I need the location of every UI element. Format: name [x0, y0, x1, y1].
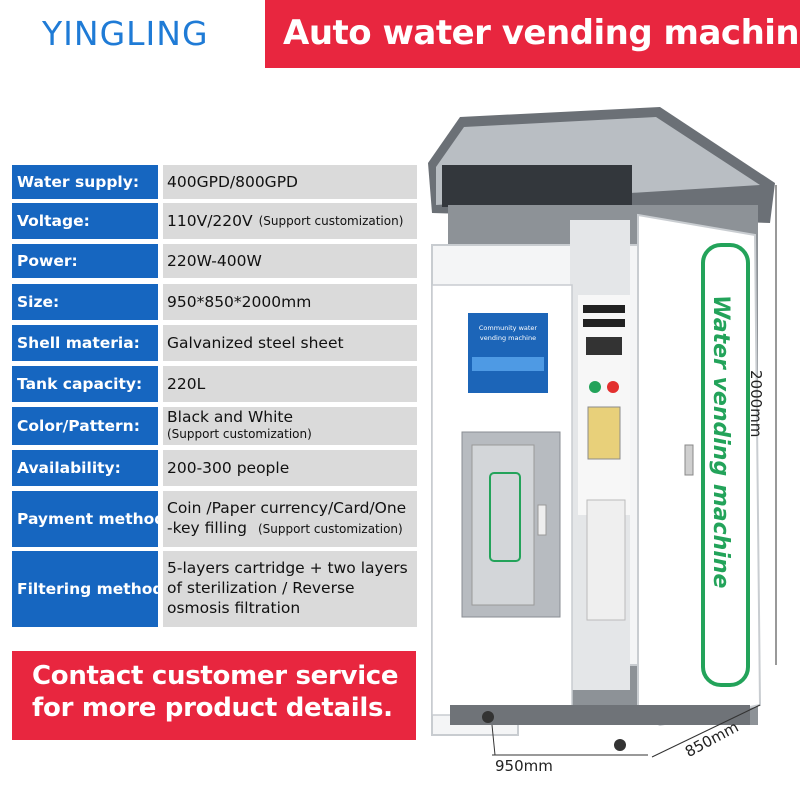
- spec-label: Filtering method:: [12, 551, 170, 627]
- spec-row-availability: Availability: 200-300 people: [12, 450, 417, 486]
- vending-machine-image: Community water vending machine Water ve…: [428, 107, 777, 758]
- payment-line-1: Coin /Paper currency/Card/One: [167, 499, 407, 517]
- spec-row-color: Color/Pattern: Black and White (Support …: [12, 407, 417, 445]
- cabinet-handle: [537, 504, 547, 536]
- spec-row-filtering: Filtering method: 5-layers cartridge + t…: [12, 551, 417, 627]
- depth-dim-line: [651, 704, 761, 758]
- title-banner: Auto water vending machine: [265, 0, 800, 68]
- wheel-left: [482, 711, 494, 723]
- bottle-outline: [489, 472, 521, 562]
- spec-row-voltage: Voltage: 110V/220V (Support customizatio…: [12, 203, 417, 239]
- filter-line-2: of sterilization / Reverse: [167, 579, 355, 597]
- spec-label: Water supply:: [12, 165, 158, 199]
- spec-label: Shell materia:: [12, 325, 158, 361]
- spec-label: Power:: [12, 244, 158, 278]
- spec-label: Payment method:: [12, 491, 172, 547]
- page-title: Auto water vending machine: [283, 13, 800, 53]
- color-value: Black and White: [167, 408, 294, 426]
- spec-value: 200-300 people: [163, 450, 417, 486]
- spec-label: Voltage:: [12, 203, 158, 239]
- color-note: (Support customization): [167, 427, 312, 441]
- screen-text-2: vending machine: [480, 334, 536, 342]
- side-handle: [684, 444, 694, 476]
- voltage-value: 110V/220V: [167, 212, 253, 230]
- spec-value: Coin /Paper currency/Card/One -key filli…: [163, 491, 417, 547]
- card-reader: [586, 337, 622, 355]
- stop-button: [607, 381, 619, 393]
- display-1: [583, 305, 625, 313]
- spec-label: Color/Pattern:: [12, 407, 158, 445]
- filter-line-3: osmosis filtration: [167, 599, 301, 617]
- spec-row-payment: Payment method: Coin /Paper currency/Car…: [12, 491, 417, 547]
- payment-note: (Support customization): [257, 522, 403, 536]
- screen-stripe: [472, 357, 544, 371]
- spec-row-water-supply: Water supply: 400GPD/800GPD: [12, 165, 417, 199]
- body-front-right: [637, 213, 762, 727]
- base: [450, 705, 750, 725]
- header: YINGLING Auto water vending machine: [0, 0, 800, 68]
- spec-value: 220L: [163, 366, 417, 402]
- spec-value: Black and White (Support customization): [163, 407, 417, 445]
- spec-label: Tank capacity:: [12, 366, 158, 402]
- spec-row-tank: Tank capacity: 220L: [12, 366, 417, 402]
- filling-window: [471, 444, 535, 606]
- height-dimension: 2000mm: [747, 370, 765, 438]
- side-label: Water vending machine: [708, 295, 733, 589]
- spec-value: 950*850*2000mm: [163, 284, 417, 320]
- canopy-panel: [442, 165, 632, 207]
- spec-value: Galvanized steel sheet: [163, 325, 417, 361]
- contact-line-2: for more product details.: [32, 693, 393, 723]
- control-panel: [578, 295, 630, 515]
- spec-value: 400GPD/800GPD: [163, 165, 417, 199]
- info-plate: [586, 499, 626, 621]
- screen-text-1: Community water: [479, 324, 538, 332]
- machine-illustration: Community water vending machine Water ve…: [420, 105, 800, 800]
- voltage-note: (Support customization): [258, 214, 404, 228]
- brand-logo: YINGLING: [42, 14, 209, 53]
- display-2: [583, 319, 625, 327]
- spec-label: Availability:: [12, 450, 158, 486]
- contact-banner: Contact customer service for more produc…: [12, 651, 416, 740]
- filter-line-1: 5-layers cartridge + two layers: [167, 559, 408, 577]
- spec-value: 5-layers cartridge + two layers of steri…: [163, 551, 417, 627]
- green-stripe: [701, 243, 750, 687]
- spec-label: Size:: [12, 284, 158, 320]
- coin-slot: [587, 406, 621, 460]
- start-button: [589, 381, 601, 393]
- spec-row-power: Power: 220W-400W: [12, 244, 417, 278]
- logo-area: YINGLING: [0, 0, 265, 68]
- width-dim-tick-left: [491, 724, 496, 756]
- contact-line-1: Contact customer service: [32, 661, 399, 691]
- screen: [468, 313, 548, 393]
- wheel-right: [614, 739, 626, 751]
- spec-row-size: Size: 950*850*2000mm: [12, 284, 417, 320]
- payment-line-2: -key filling: [167, 519, 247, 537]
- width-dimension: 950mm: [495, 757, 553, 775]
- spec-value: 220W-400W: [163, 244, 417, 278]
- spec-value: 110V/220V (Support customization): [163, 203, 417, 239]
- spec-row-shell: Shell materia: Galvanized steel sheet: [12, 325, 417, 361]
